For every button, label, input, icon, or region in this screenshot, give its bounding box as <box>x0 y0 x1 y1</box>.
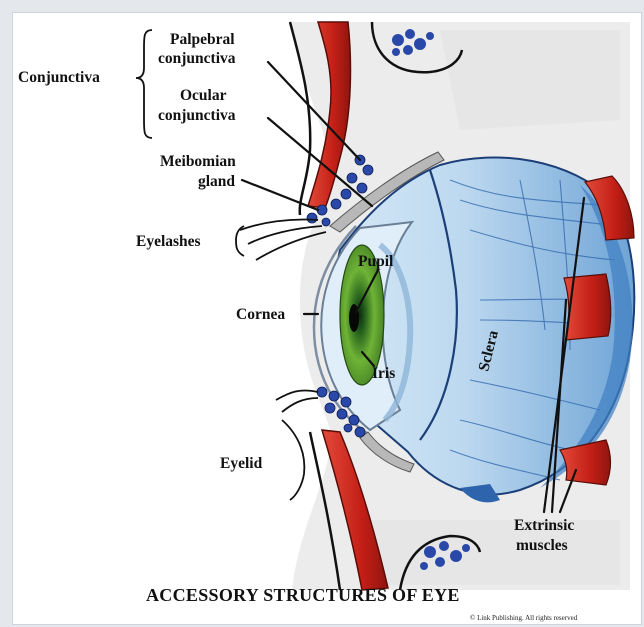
label-ocular-line1: Ocular <box>180 87 227 104</box>
label-ocular-line2: conjunctiva <box>158 107 236 124</box>
label-eyelashes: Eyelashes <box>136 233 201 250</box>
label-eyelid: Eyelid <box>220 455 263 472</box>
label-iris: Iris <box>372 365 395 382</box>
diagram-title: ACCESSORY STRUCTURES OF EYE <box>146 585 460 605</box>
eyelid-brace <box>282 420 304 500</box>
leader-meibomian <box>242 180 318 210</box>
conjunctiva-brace <box>136 30 152 138</box>
label-extrinsic-line2: muscles <box>516 537 568 554</box>
eyelashes-brace <box>236 226 244 256</box>
label-extrinsic-line1: Extrinsic <box>514 517 574 534</box>
label-conjunctiva: Conjunctiva <box>18 69 100 86</box>
label-meibomian-line2: gland <box>198 173 235 190</box>
label-pupil: Pupil <box>358 253 394 270</box>
label-meibomian-line1: Meibomian <box>160 153 236 170</box>
label-palpebral-line1: Palpebral <box>170 31 235 48</box>
label-cornea: Cornea <box>236 306 285 323</box>
lower-eyelashes <box>276 390 318 412</box>
label-palpebral-line2: conjunctiva <box>158 50 236 67</box>
copyright-notice: © Link Publishing. All rights reserved <box>470 614 578 622</box>
